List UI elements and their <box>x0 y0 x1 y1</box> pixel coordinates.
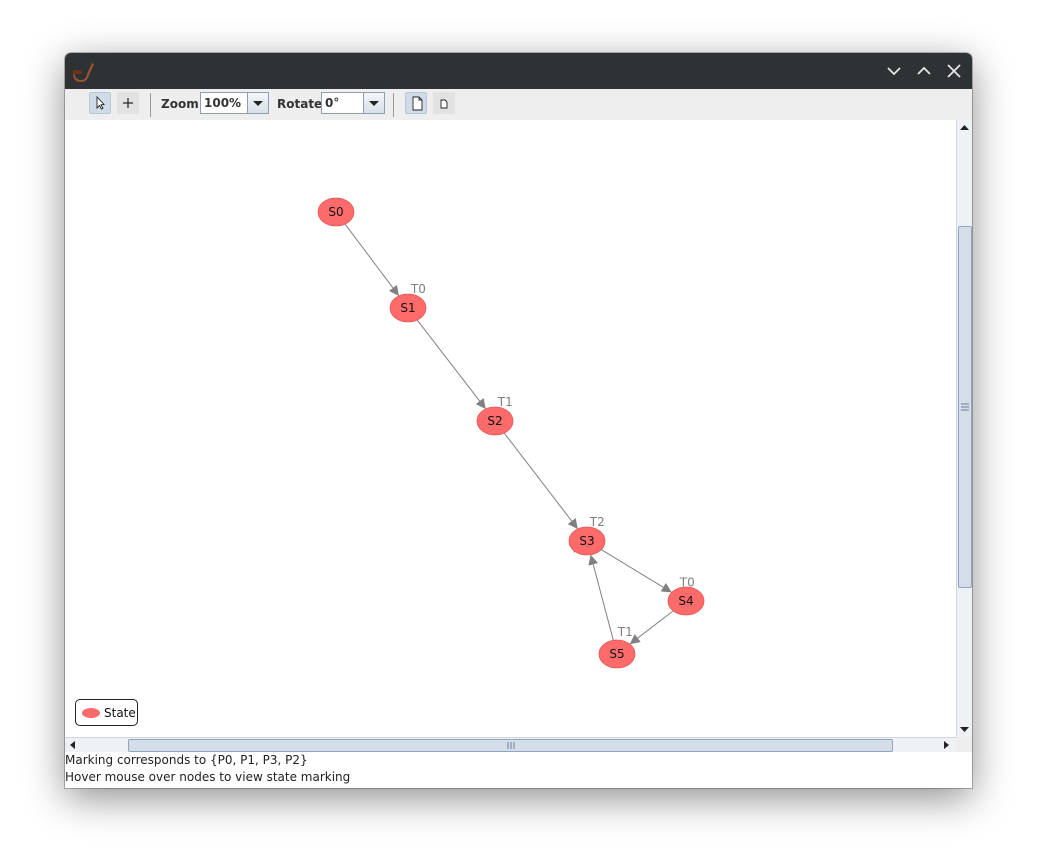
vertical-scroll-thumb[interactable] <box>958 226 972 588</box>
zoom-label: Zoom: <box>161 97 204 111</box>
state-node-s0[interactable]: S0 <box>317 197 355 227</box>
state-node-s3[interactable]: S3 <box>568 526 606 556</box>
state-node-s5[interactable]: S5 <box>598 639 636 669</box>
toolbar-separator <box>393 93 394 117</box>
legend: State <box>75 699 138 726</box>
scroll-right-arrow[interactable] <box>938 738 954 752</box>
chevron-down-icon <box>253 101 263 106</box>
state-ellipse[interactable] <box>317 197 355 227</box>
status-area: Marking corresponds to {P0, P1, P3, P2} … <box>65 752 972 788</box>
rotate-dropdown-arrow[interactable] <box>363 93 384 113</box>
page-icon <box>412 96 423 111</box>
rotate-label: Rotate: <box>277 97 327 111</box>
zoom-combobox[interactable]: 100% <box>200 92 269 114</box>
chevron-down-icon <box>369 101 379 106</box>
state-node-s4[interactable]: S4 <box>667 586 705 616</box>
state-node-label: S3 <box>579 534 594 548</box>
select-mode-button[interactable] <box>89 92 111 114</box>
edge-s4-s5[interactable] <box>629 610 674 645</box>
edge-s3-s4[interactable] <box>600 549 673 593</box>
minimize-button[interactable] <box>884 61 904 81</box>
state-ellipse[interactable] <box>667 586 705 616</box>
scroll-left-arrow[interactable] <box>65 738 81 752</box>
zoom-mode-button[interactable] <box>117 92 139 114</box>
app-window: Zoom: 100% Rotate: 0° <box>65 53 972 788</box>
title-bar <box>65 53 972 89</box>
legend-label: State <box>104 706 136 720</box>
state-ellipse[interactable] <box>389 293 427 323</box>
small-page-icon <box>440 99 448 109</box>
horizontal-scroll-thumb[interactable] <box>128 739 893 752</box>
pipe-app-icon <box>73 63 94 82</box>
state-ellipse[interactable] <box>476 406 514 436</box>
page-view-button[interactable] <box>405 92 427 114</box>
state-node-s2[interactable]: S2 <box>476 406 514 436</box>
grip-icon <box>507 742 515 749</box>
scroll-corner <box>956 737 972 752</box>
toolbar: Zoom: 100% Rotate: 0° <box>65 89 972 121</box>
small-page-view-button[interactable] <box>433 92 455 114</box>
scroll-up-arrow[interactable] <box>957 120 972 136</box>
edge-s5-s3[interactable] <box>588 554 614 641</box>
close-button[interactable] <box>944 61 964 81</box>
state-node-label: S1 <box>400 301 415 315</box>
pointer-icon <box>96 95 105 110</box>
zoom-value: 100% <box>204 96 242 110</box>
edge-label: T0 <box>679 575 695 589</box>
state-node-label: S4 <box>678 594 693 608</box>
state-node-label: S5 <box>609 647 624 661</box>
state-ellipse[interactable] <box>568 526 606 556</box>
rotate-combobox[interactable]: 0° <box>321 92 385 114</box>
maximize-button[interactable] <box>914 61 934 81</box>
status-marking-text: Marking corresponds to {P0, P1, P3, P2} <box>65 753 308 767</box>
state-ellipse[interactable] <box>598 639 636 669</box>
grip-icon <box>961 403 969 411</box>
zoom-dropdown-arrow[interactable] <box>247 93 268 113</box>
edge-s1-s2[interactable] <box>416 319 487 410</box>
edge-label: T2 <box>589 515 605 529</box>
state-node-s1[interactable]: S1 <box>389 293 427 323</box>
edge-label: T0 <box>410 282 426 296</box>
rotate-value: 0° <box>325 96 340 110</box>
state-node-label: S2 <box>487 414 502 428</box>
edge-s0-s1[interactable] <box>344 223 400 297</box>
toolbar-separator <box>150 93 151 117</box>
edge-s2-s3[interactable] <box>503 432 579 530</box>
plus-icon <box>123 98 133 108</box>
state-node-label: S0 <box>328 205 343 219</box>
status-hint-text: Hover mouse over nodes to view state mar… <box>65 770 351 784</box>
state-legend-icon <box>82 708 100 718</box>
horizontal-scrollbar[interactable] <box>65 737 956 752</box>
scroll-down-arrow[interactable] <box>957 721 972 737</box>
vertical-scrollbar[interactable] <box>956 120 972 737</box>
edge-label: T1 <box>497 395 513 409</box>
edge-label: T1 <box>617 625 633 639</box>
